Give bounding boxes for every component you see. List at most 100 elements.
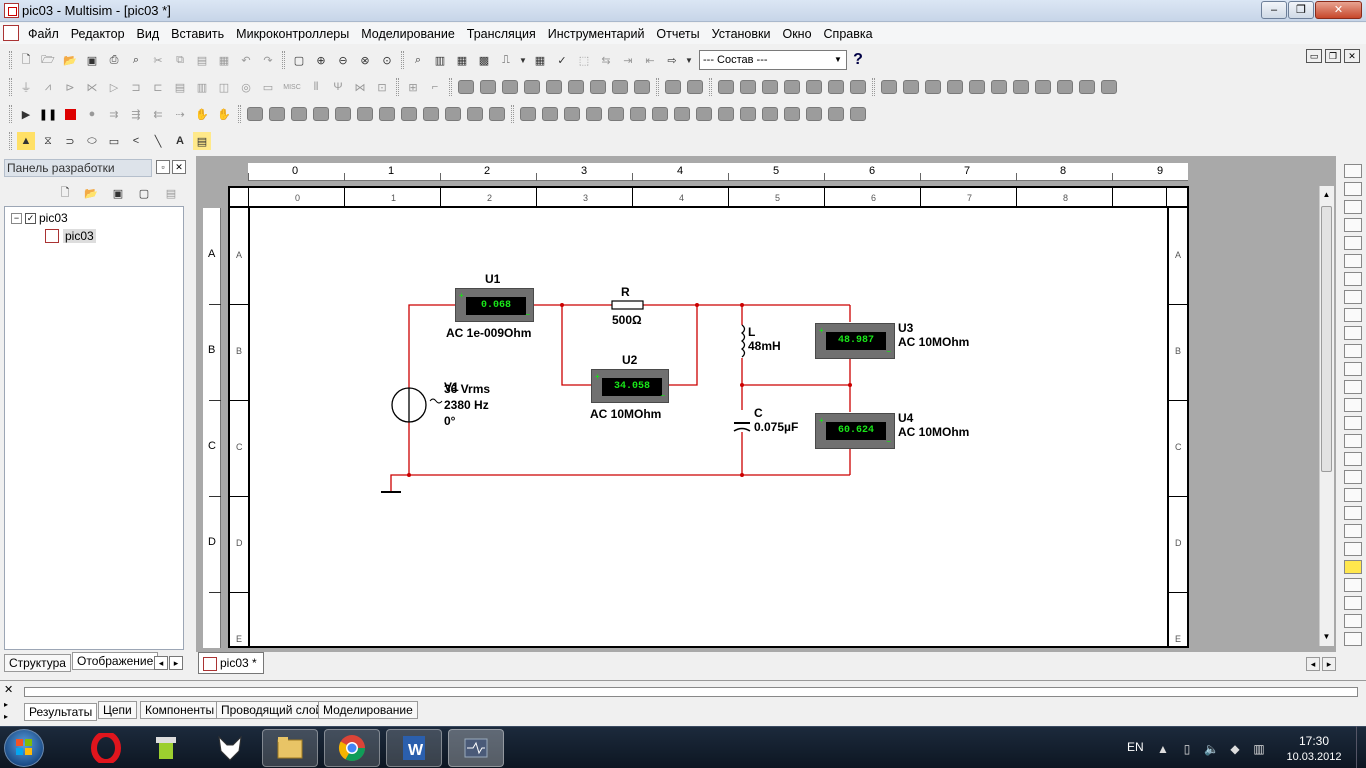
source-icon[interactable]: ⏚ — [20, 82, 32, 94]
zoom-in-icon[interactable]: ⊕ — [316, 54, 326, 67]
open-icon[interactable]: 📂 — [63, 54, 77, 67]
toolbar-grip[interactable] — [872, 78, 875, 96]
tab-results[interactable]: Результаты — [24, 703, 98, 721]
vertical-scroll-thumb[interactable] — [1321, 206, 1332, 472]
menu-reports[interactable]: Отчеты — [656, 27, 700, 41]
logic-converter-icon[interactable] — [1344, 326, 1362, 340]
selection-icon[interactable]: ⬚ — [578, 54, 590, 67]
instrument-icon[interactable] — [630, 107, 646, 121]
menu-edit[interactable]: Редактор — [70, 27, 125, 41]
checkbox-icon[interactable]: ✓ — [25, 212, 36, 224]
save-design-icon[interactable]: ▣ — [112, 187, 124, 200]
document-icon[interactable] — [3, 25, 19, 41]
taskbar-app-chrome[interactable] — [324, 729, 380, 767]
basic-icon[interactable]: ⩘ — [44, 80, 52, 93]
show-desktop-button[interactable] — [1356, 726, 1366, 768]
toolbar-grip[interactable] — [709, 78, 712, 96]
instrument-icon[interactable] — [401, 107, 417, 121]
instrument-icon[interactable] — [762, 107, 778, 121]
dropdown-arrow-icon[interactable]: ▼ — [519, 55, 527, 65]
virtual-component-icon[interactable] — [687, 80, 703, 94]
instrument-icon[interactable] — [269, 107, 285, 121]
ni-component-icon[interactable]: ⊡ — [377, 81, 387, 94]
help-icon[interactable]: ? — [853, 51, 863, 68]
probe-icon[interactable] — [1344, 560, 1362, 574]
step-out-icon[interactable]: ⇇ — [153, 108, 163, 121]
toolbar-grip[interactable] — [656, 78, 659, 96]
erc-icon[interactable]: ✓ — [557, 54, 567, 67]
panel-close-button[interactable]: ✕ — [172, 160, 186, 174]
run-icon[interactable]: ▶ — [21, 108, 31, 121]
network-analyzer-icon[interactable] — [1344, 398, 1362, 412]
word-generator-icon[interactable] — [1344, 290, 1362, 304]
schematic-sheet[interactable] — [228, 186, 1189, 648]
virtual-component-icon[interactable] — [828, 80, 844, 94]
agilent-oscilloscope-icon[interactable] — [1344, 452, 1362, 466]
virtual-component-icon[interactable] — [590, 80, 606, 94]
toolbar-grip[interactable] — [511, 105, 514, 123]
function-generator-icon[interactable] — [1344, 182, 1362, 196]
virtual-component-icon[interactable] — [925, 80, 941, 94]
instrument-icon[interactable] — [357, 107, 373, 121]
polyline-icon[interactable]: < — [132, 135, 140, 147]
undo-icon[interactable]: ↶ — [241, 54, 251, 67]
volume-icon[interactable]: 🔈 — [1204, 742, 1219, 756]
copy-icon[interactable]: ⧉ — [176, 53, 184, 66]
toolbar-grip[interactable] — [9, 51, 12, 69]
toolbar-grip[interactable] — [401, 51, 404, 69]
instrument-icon[interactable] — [313, 107, 329, 121]
transfer-icon[interactable]: ⇤ — [645, 54, 655, 67]
tab-structure[interactable]: Структура — [4, 654, 71, 672]
voltmeter-u4[interactable]: + 60.624 − — [815, 413, 895, 449]
rf-icon[interactable]: Ψ — [333, 81, 343, 93]
language-indicator[interactable]: EN — [1127, 740, 1144, 754]
spectrum-analyzer-icon[interactable] — [1344, 380, 1362, 394]
mdi-close-button[interactable]: ✕ — [1344, 49, 1360, 63]
graphic-select-icon[interactable]: ▲ — [17, 132, 35, 150]
probe-icon[interactable]: ● — [88, 108, 96, 120]
virtual-component-icon[interactable] — [480, 80, 496, 94]
bus-icon[interactable]: ⌐ — [431, 81, 439, 93]
hand-icon[interactable]: ✋ — [195, 108, 209, 121]
analysis-icon[interactable]: ⎍ — [502, 53, 510, 66]
instrument-icon[interactable] — [542, 107, 558, 121]
mdi-restore-button[interactable]: ▭ — [1306, 49, 1322, 63]
toolbar-grip[interactable] — [9, 132, 12, 150]
instrument-icon[interactable] — [1344, 596, 1362, 610]
instrument-icon[interactable] — [696, 107, 712, 121]
new-file-icon[interactable]: 🗋 — [21, 53, 31, 66]
instrument-icon[interactable] — [586, 107, 602, 121]
tab-scroll-left[interactable]: ◂ — [154, 656, 168, 670]
virtual-component-icon[interactable] — [502, 80, 518, 94]
text-icon[interactable]: A — [176, 135, 184, 147]
diode-icon[interactable]: ⊳ — [65, 81, 75, 94]
instrument-icon[interactable] — [608, 107, 624, 121]
search-icon[interactable]: ⌕ — [414, 53, 422, 66]
agilent-multimeter-icon[interactable] — [1344, 434, 1362, 448]
instrument-icon[interactable] — [467, 107, 483, 121]
instrument-icon[interactable] — [806, 107, 822, 121]
measurement-probe-icon[interactable] — [1344, 542, 1362, 556]
polygon-icon[interactable]: ⧖ — [44, 134, 52, 147]
document-tab[interactable]: pic03 * — [198, 652, 264, 674]
open-design-icon[interactable]: 📂 — [84, 187, 98, 200]
advanced-periphery-icon[interactable]: ⫴ — [313, 80, 319, 93]
instrument-icon[interactable] — [335, 107, 351, 121]
virtual-component-icon[interactable] — [458, 80, 474, 94]
voltmeter-u3[interactable]: + 48.987 − — [815, 323, 895, 359]
instrument-icon[interactable] — [1344, 578, 1362, 592]
ttl-icon[interactable]: ⊐ — [131, 81, 141, 94]
tab-scroll-right-icon[interactable]: ▸ — [1322, 657, 1336, 671]
zoom-out-icon[interactable]: ⊖ — [338, 54, 348, 67]
tab-nets[interactable]: Цепи — [98, 701, 137, 719]
virtual-component-icon[interactable] — [740, 80, 756, 94]
toolbar-grip[interactable] — [238, 105, 241, 123]
grid-icon[interactable]: ▩ — [478, 54, 490, 67]
four-channel-oscilloscope-icon[interactable] — [1344, 236, 1362, 250]
toolbar-grip[interactable] — [9, 78, 12, 96]
step-icon[interactable]: ⇉ — [109, 108, 119, 121]
electromechanical-icon[interactable]: ⋈ — [354, 81, 366, 94]
cut-icon[interactable]: ✂ — [153, 54, 163, 67]
multisim-app-icon[interactable] — [4, 3, 19, 18]
breakpoint-icon[interactable]: ⇢ — [175, 108, 185, 121]
